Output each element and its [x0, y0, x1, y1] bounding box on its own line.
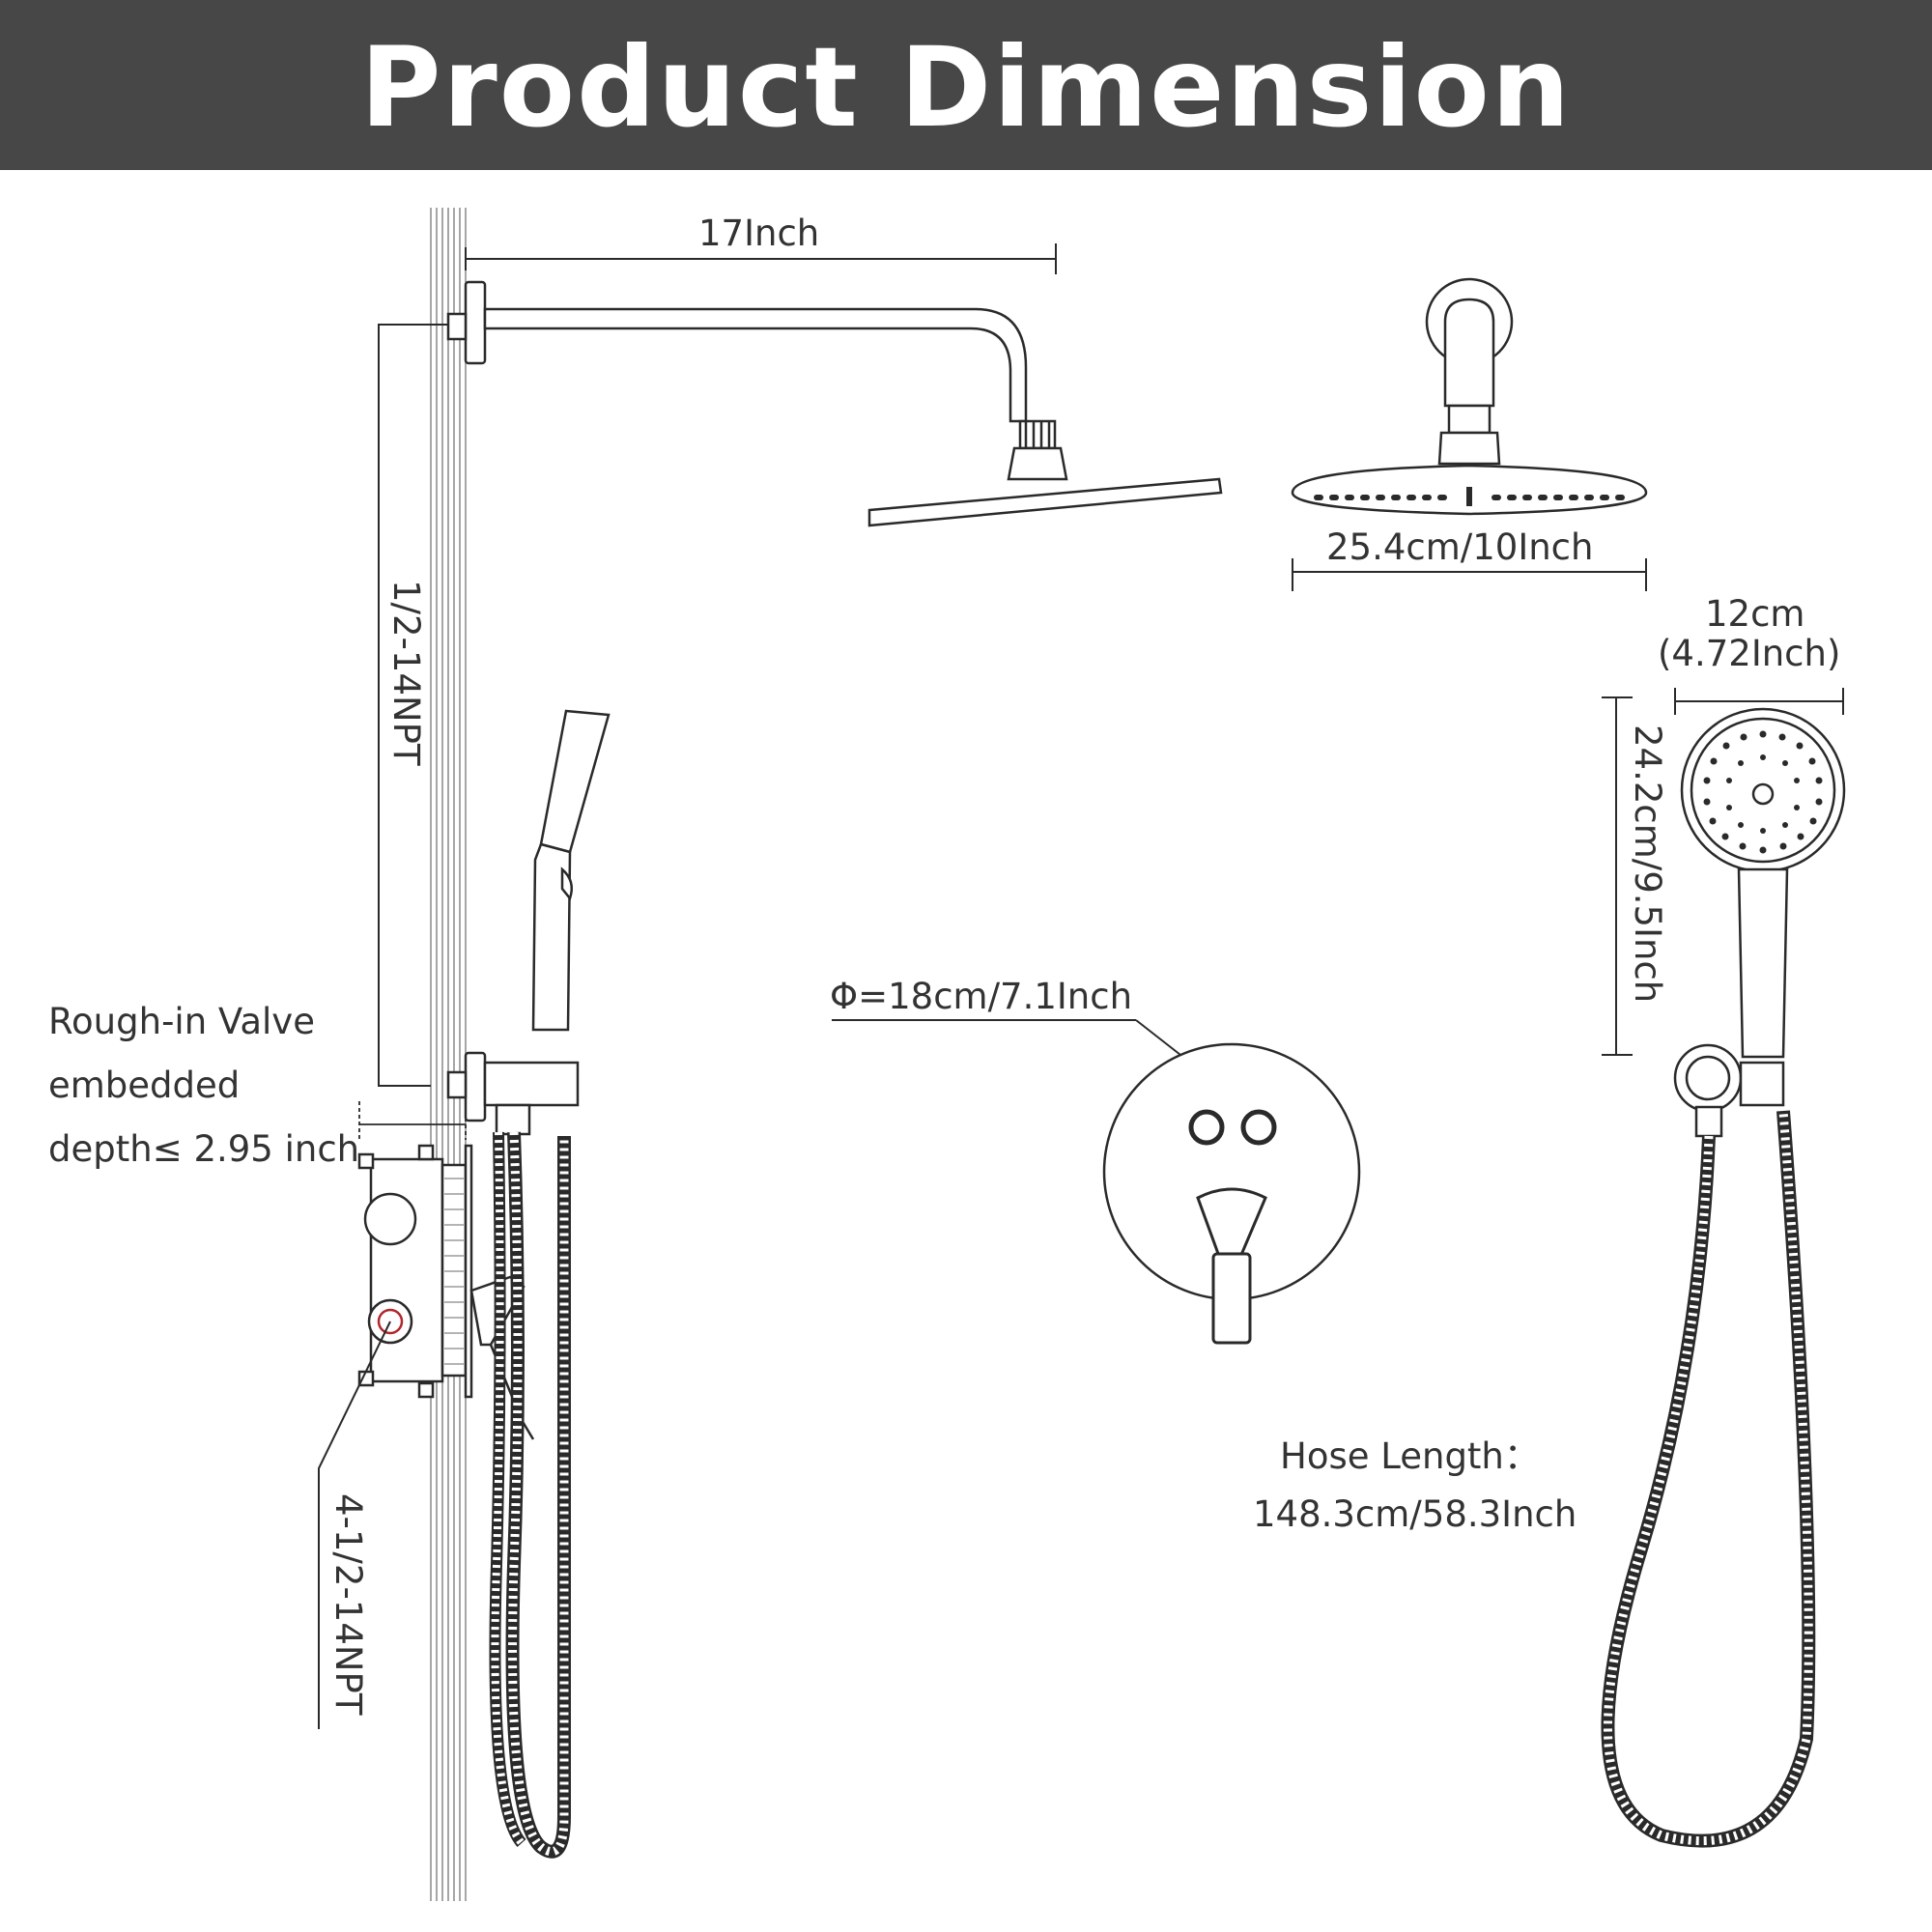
handheld-dimension-lines [1602, 688, 1844, 1056]
shower-arm-side [446, 280, 1223, 527]
handheld-front [1673, 707, 1846, 1138]
handheld-length-label: 24.2cm/9.5Inch [1627, 724, 1668, 1004]
shower-head-diameter-label: 25.4cm/10Inch [1326, 526, 1594, 568]
hose-right [1601, 1110, 1816, 1848]
hose-left [489, 1131, 571, 1859]
handheld-width-label-line1: 12cm [1705, 593, 1805, 635]
handheld-width-label-line2: (4.72Inch) [1658, 633, 1841, 674]
valve-thread-leader [318, 1321, 391, 1729]
arm-length-label: 17Inch [698, 213, 820, 254]
trim-plate-front [832, 1019, 1361, 1345]
hose-length-label-line2: 148.3cm/58.3Inch [1253, 1493, 1577, 1535]
wall [430, 208, 467, 1901]
handheld-side [446, 709, 611, 1136]
arm-length-dimension-line [465, 243, 1057, 274]
embed-depth-dimension-line [358, 1101, 467, 1140]
rough-in-valve-side [357, 1144, 535, 1440]
arm-thread-leader [378, 324, 448, 1087]
valve-grooves [444, 1178, 464, 1365]
rough-in-label-line3: depth≤ 2.95 inch [48, 1128, 360, 1170]
shower-head-nozzles [1314, 487, 1625, 506]
page-title: Product Dimension [360, 23, 1572, 152]
valve-thread-label: 4-1/2-14NPT [327, 1493, 369, 1716]
arm-thread-label: 1/2-14NPT [385, 580, 427, 766]
handheld-nozzles [1703, 730, 1823, 854]
shower-head-dimension-line [1292, 558, 1647, 591]
hose-length-label-line1: Hose Length： [1280, 1435, 1540, 1477]
title-banner [0, 0, 1932, 170]
trim-plate-diameter-label: Φ=18cm/7.1Inch [830, 976, 1133, 1017]
rough-in-label-line1: Rough-in Valve [48, 1001, 315, 1042]
rough-in-label-line2: embedded [48, 1065, 241, 1106]
shower-head-front [1291, 277, 1648, 516]
